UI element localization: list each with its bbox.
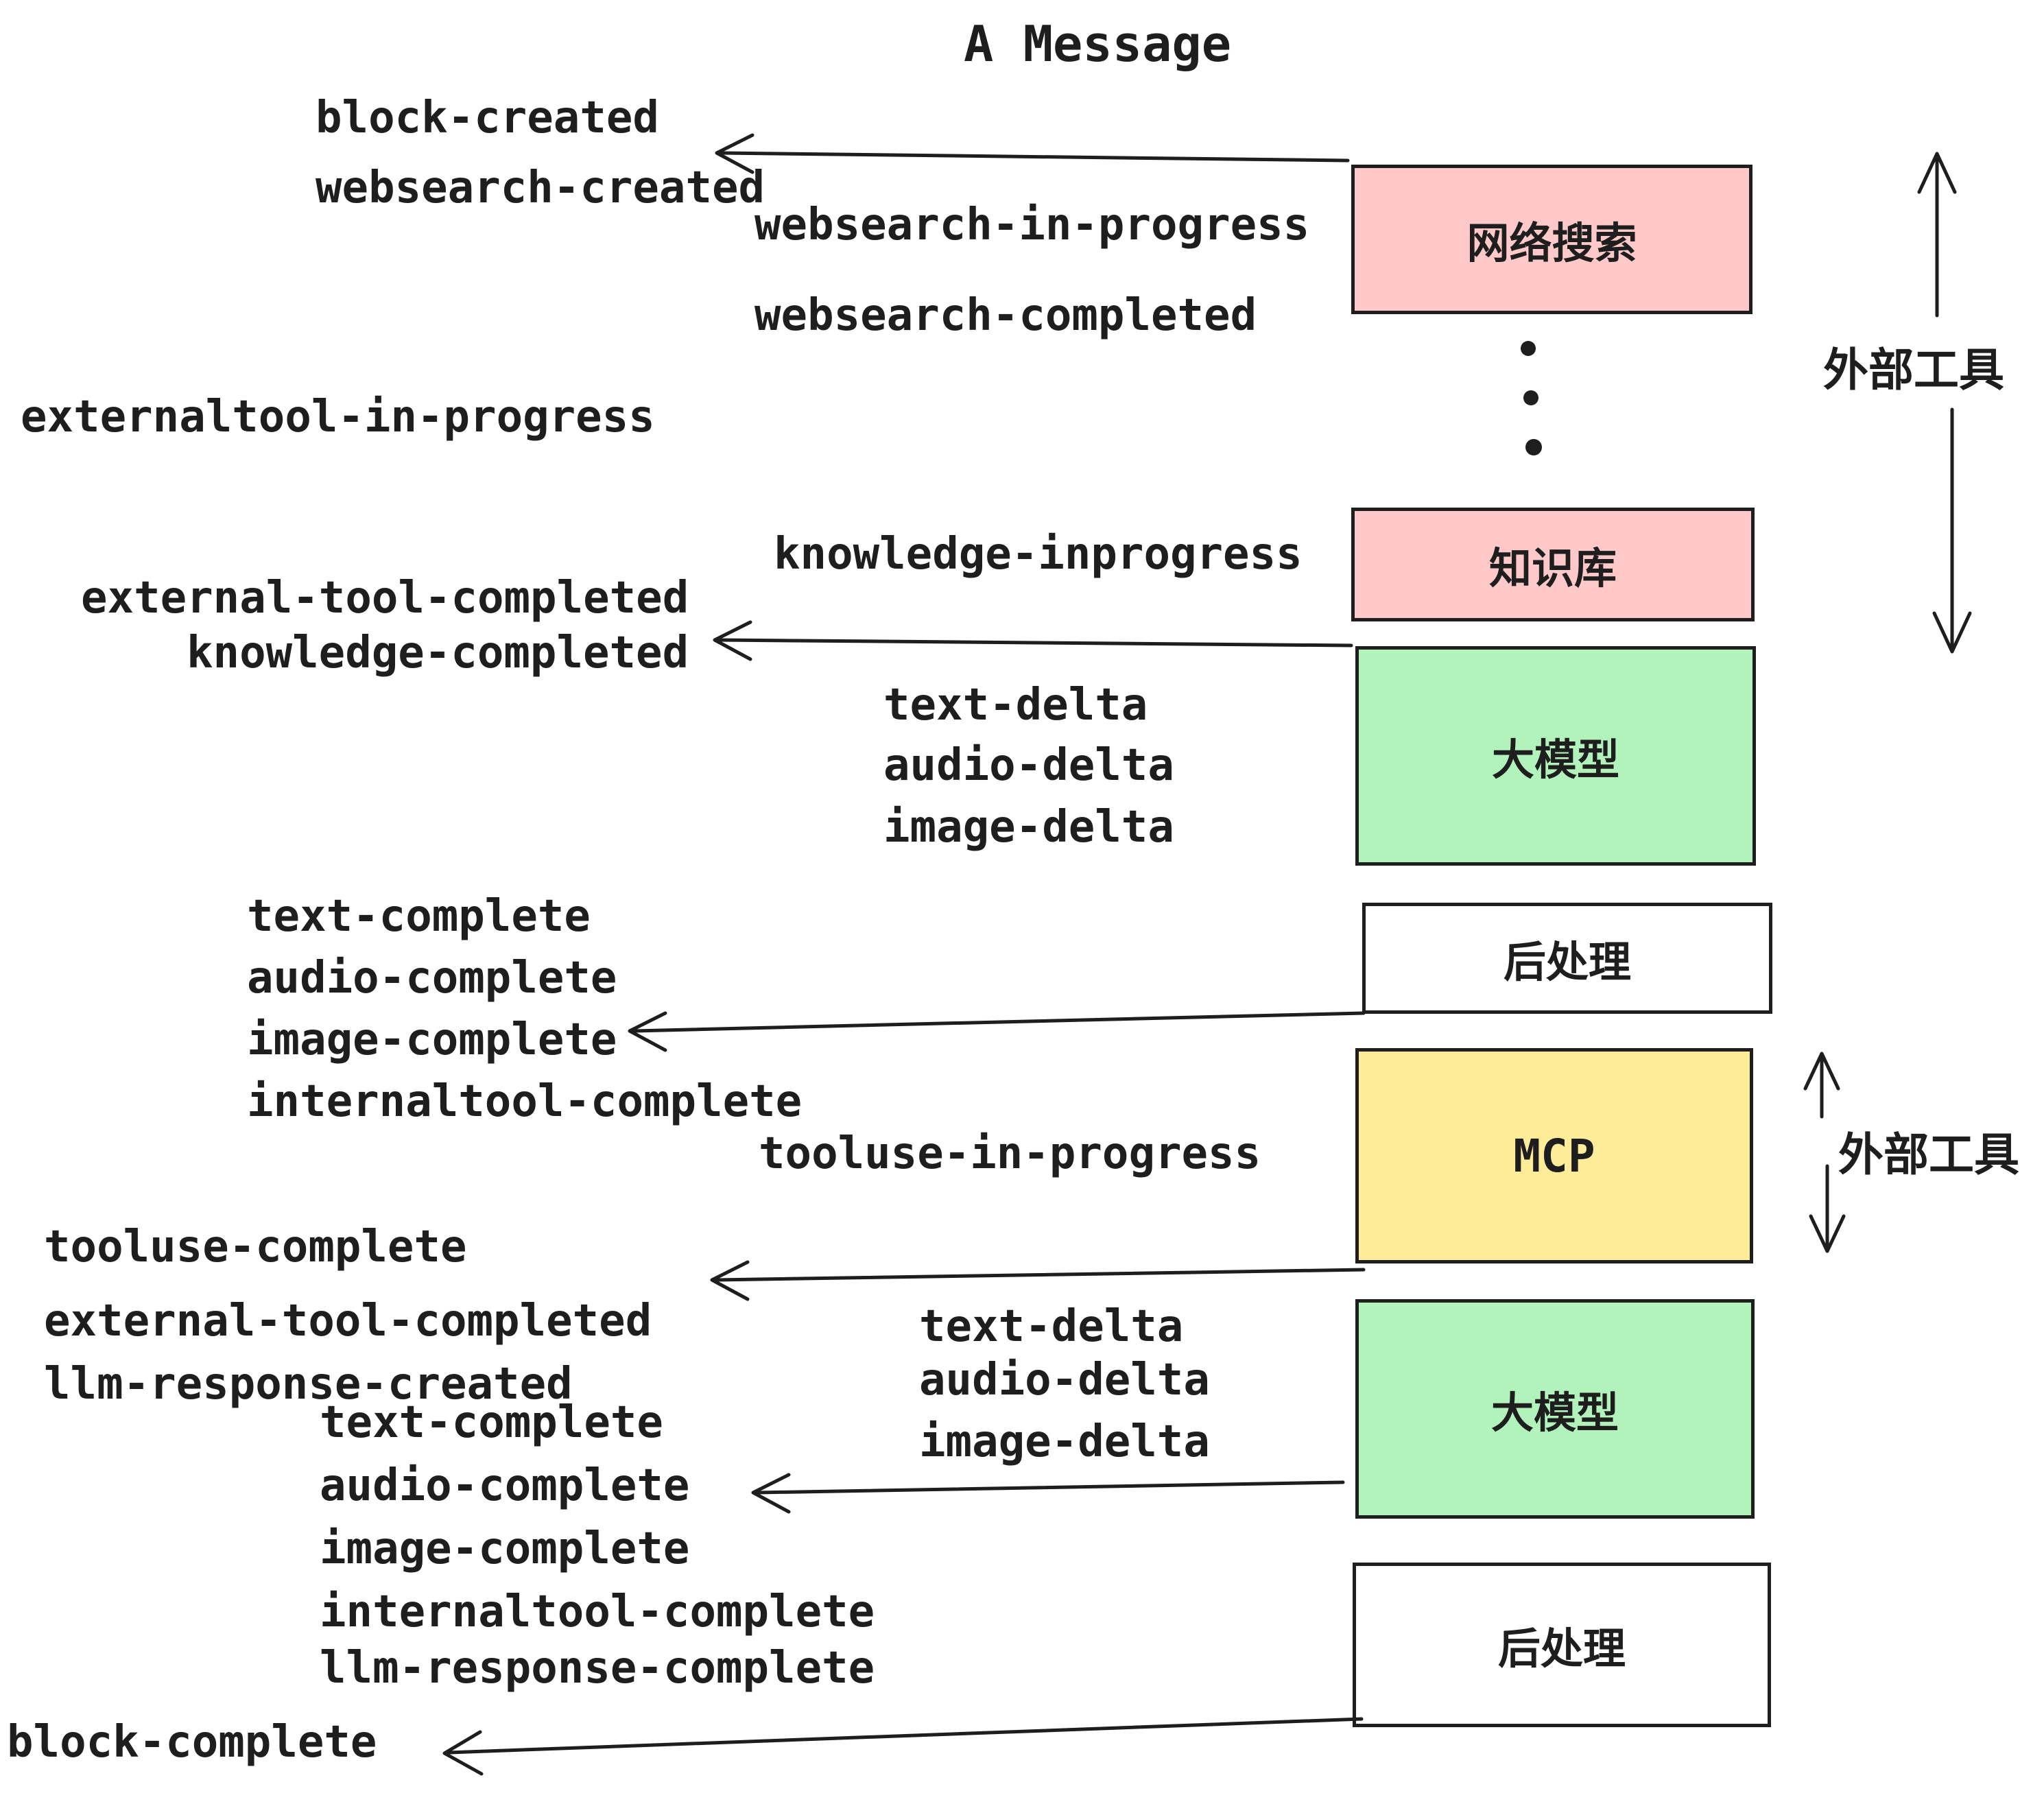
node-label: 后处理 bbox=[1503, 937, 1631, 987]
event-label-knowledge-completed: knowledge-completed bbox=[187, 628, 689, 678]
event-label-audio-complete-2: audio-complete bbox=[320, 1460, 690, 1511]
event-label-text-complete-1: text-complete bbox=[247, 891, 591, 942]
arrow-mcp-to-tooluse-complete bbox=[710, 1260, 1366, 1301]
event-label-internaltool-complete-2: internaltool-complete bbox=[320, 1587, 875, 1637]
arrow-postprocess1-to-complete bbox=[628, 1011, 1366, 1052]
node-llm-1: 大模型 bbox=[1355, 646, 1756, 866]
node-postprocess-2: 后处理 bbox=[1353, 1563, 1771, 1727]
event-label-websearch-in-progress: websearch-in-progress bbox=[754, 200, 1310, 250]
event-label-image-complete-1: image-complete bbox=[247, 1014, 617, 1065]
event-label-audio-delta-2: audio-delta bbox=[919, 1355, 1210, 1405]
external-tools-label-top: 外部工具 bbox=[1823, 344, 2004, 396]
external-tools-span-arrow-up bbox=[1917, 152, 1957, 318]
event-label-websearch-completed: websearch-completed bbox=[754, 290, 1257, 341]
external-tools-label-mcp: 外部工具 bbox=[1838, 1128, 2019, 1181]
external-tools-span-arrow-down bbox=[1932, 407, 1972, 654]
event-label-external-tool-completed-2: external-tool-completed bbox=[44, 1296, 652, 1346]
arrow-llm1-to-knowledge-completed bbox=[713, 620, 1353, 661]
event-label-knowledge-inprogress: knowledge-inprogress bbox=[774, 529, 1303, 580]
event-label-image-delta-2: image-delta bbox=[919, 1416, 1210, 1467]
event-label-text-complete-2: text-complete bbox=[320, 1397, 663, 1448]
event-label-websearch-created: websearch-created bbox=[316, 163, 765, 213]
node-postprocess-1: 后处理 bbox=[1362, 903, 1772, 1014]
arrow-websearch-to-created bbox=[715, 133, 1350, 174]
diagram-title: A Message bbox=[964, 15, 1232, 73]
event-label-internaltool-complete-1: internaltool-complete bbox=[247, 1076, 803, 1127]
event-label-tooluse-in-progress: tooluse-in-progress bbox=[759, 1128, 1261, 1179]
event-label-tooluse-complete: tooluse-complete bbox=[44, 1222, 467, 1272]
event-label-text-delta-1: text-delta bbox=[883, 680, 1148, 731]
event-label-audio-complete-1: audio-complete bbox=[247, 953, 617, 1004]
event-label-externaltool-in-progress: externaltool-in-progress bbox=[21, 392, 655, 442]
arrow-postprocess2-to-block-complete bbox=[442, 1717, 1364, 1776]
node-websearch: 网络搜索 bbox=[1351, 165, 1752, 314]
arrow-llm2-to-complete bbox=[751, 1473, 1345, 1514]
node-label: 后处理 bbox=[1497, 1624, 1626, 1674]
node-knowledge: 知识库 bbox=[1351, 508, 1755, 621]
event-label-block-complete: block-complete bbox=[7, 1717, 377, 1768]
event-label-audio-delta-1: audio-delta bbox=[883, 740, 1174, 791]
node-llm-2: 大模型 bbox=[1355, 1299, 1755, 1519]
node-label: 大模型 bbox=[1490, 1388, 1619, 1438]
ellipsis-dots-icon bbox=[1521, 341, 1542, 455]
node-label: MCP bbox=[1513, 1129, 1595, 1183]
node-mcp: MCP bbox=[1355, 1048, 1753, 1263]
event-label-llm-response-created: llm-response-created bbox=[44, 1359, 573, 1410]
mcp-external-tools-arrow-up bbox=[1803, 1052, 1840, 1119]
event-label-external-tool-completed-1: external-tool-completed bbox=[81, 573, 689, 624]
event-label-text-delta-2: text-delta bbox=[919, 1301, 1184, 1352]
event-label-image-delta-1: image-delta bbox=[883, 802, 1174, 853]
event-label-image-complete-2: image-complete bbox=[320, 1523, 690, 1574]
node-label: 大模型 bbox=[1491, 735, 1619, 785]
node-label: 知识库 bbox=[1488, 543, 1617, 593]
event-label-block-created: block-created bbox=[316, 93, 659, 143]
node-label: 网络搜索 bbox=[1466, 218, 1637, 268]
event-label-llm-response-complete: llm-response-complete bbox=[320, 1643, 875, 1694]
